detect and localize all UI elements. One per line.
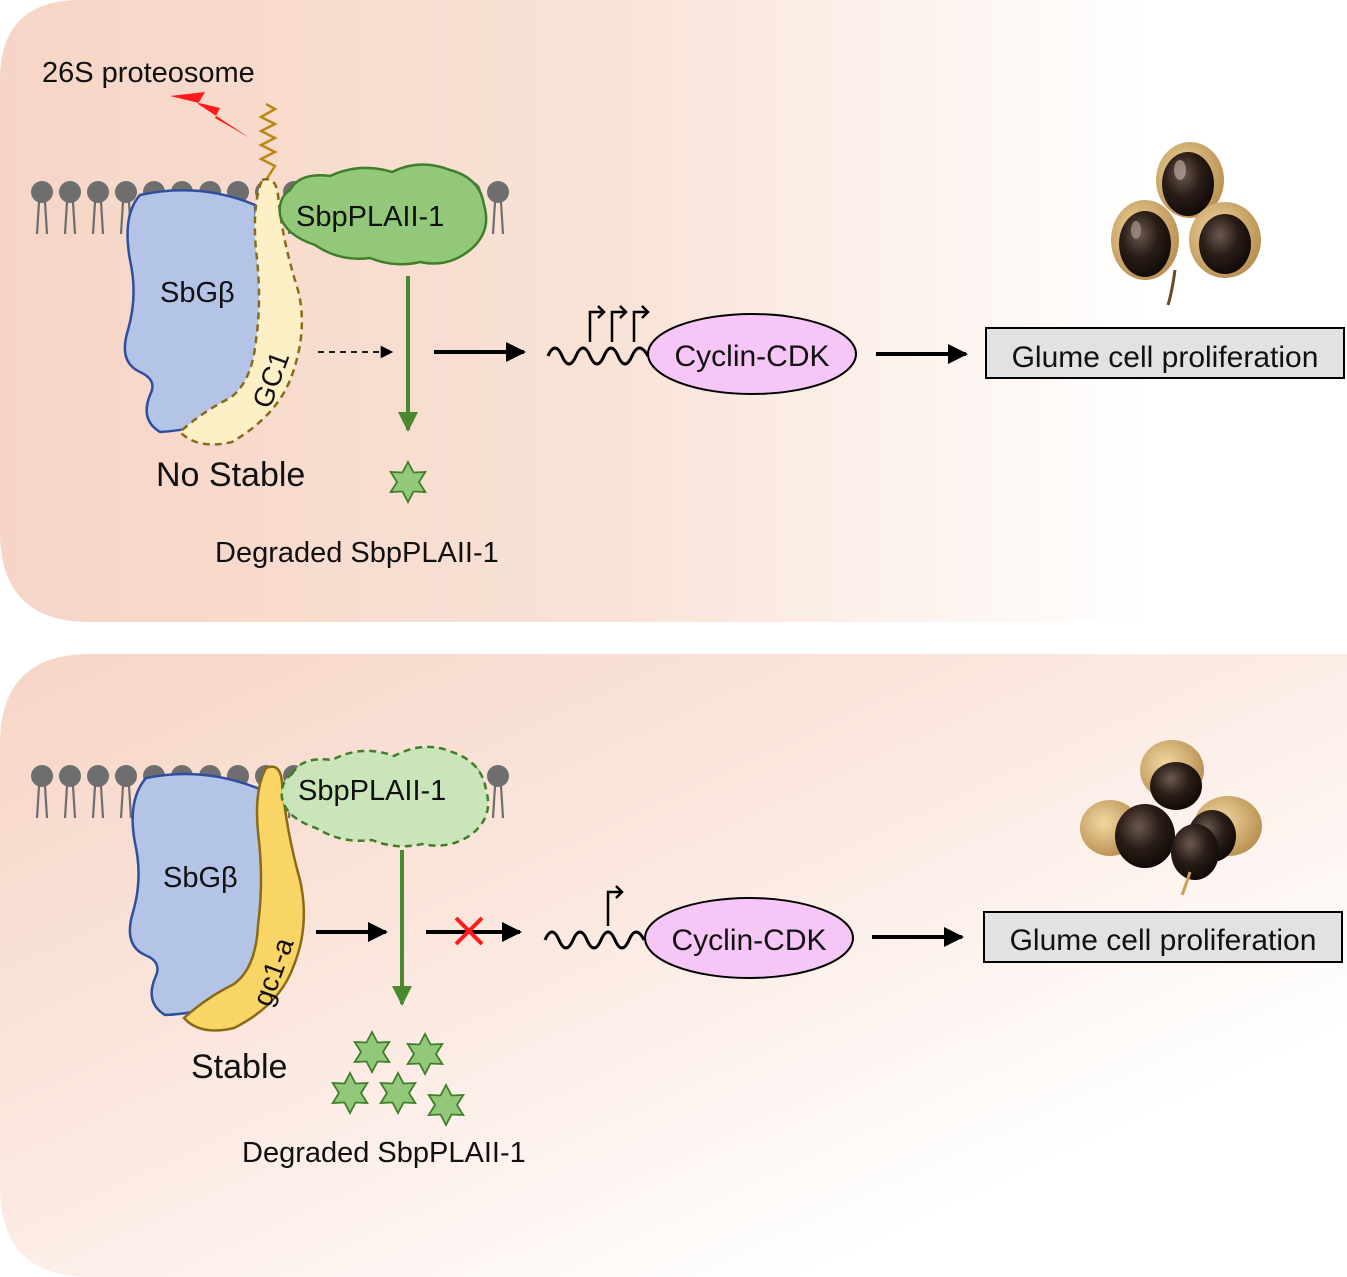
seed-image-large-glume — [1111, 142, 1261, 306]
promoter-flags — [588, 305, 650, 342]
ubiquitin-chain — [258, 102, 278, 181]
cyclin-cdk-label: Cyclin-CDK — [671, 924, 826, 957]
cyclin-cdk-ellipse — [647, 313, 857, 395]
block-cross-icon — [454, 916, 484, 946]
degraded-label: Degraded SbpPLAII-1 — [242, 1137, 526, 1169]
cyclin-cdk-ellipse — [644, 897, 854, 979]
proteasome-label: 26S proteosome — [42, 57, 255, 89]
gc1a-shape — [182, 765, 306, 1032]
gc1-shape — [178, 178, 304, 446]
bottom-panel: SbGβ gc1-a SbpPLAII-1 Stable Degraded Sb… — [0, 654, 1347, 1277]
top-panel: 26S proteosome SbGβ GC1 SbpPLAII-1 No St… — [0, 0, 1347, 622]
sbg-beta-label: SbGβ — [160, 277, 235, 309]
outcome-box — [985, 327, 1345, 379]
dna-strand — [546, 346, 650, 366]
cyclin-cdk-label: Cyclin-CDK — [674, 340, 829, 373]
dna-strand — [543, 930, 646, 950]
outcome-label: Glume cell proliferation — [1010, 924, 1317, 957]
degraded-label: Degraded SbpPLAII-1 — [215, 537, 499, 569]
plaii-label: SbpPLAII-1 — [298, 775, 446, 807]
seed-image-small-glume — [1080, 740, 1262, 896]
outcome-label: Glume cell proliferation — [1012, 341, 1319, 374]
plaii-shape — [278, 163, 488, 266]
stability-label: Stable — [191, 1048, 287, 1086]
sbg-beta-label: SbGβ — [163, 862, 238, 894]
lightning-icon — [170, 92, 250, 138]
promoter-flag — [606, 885, 624, 926]
plaii-shape — [280, 745, 490, 848]
outcome-box — [983, 911, 1343, 963]
stability-label: No Stable — [156, 456, 305, 494]
plaii-label: SbpPLAII-1 — [296, 201, 444, 233]
top-panel-background — [0, 0, 1347, 622]
